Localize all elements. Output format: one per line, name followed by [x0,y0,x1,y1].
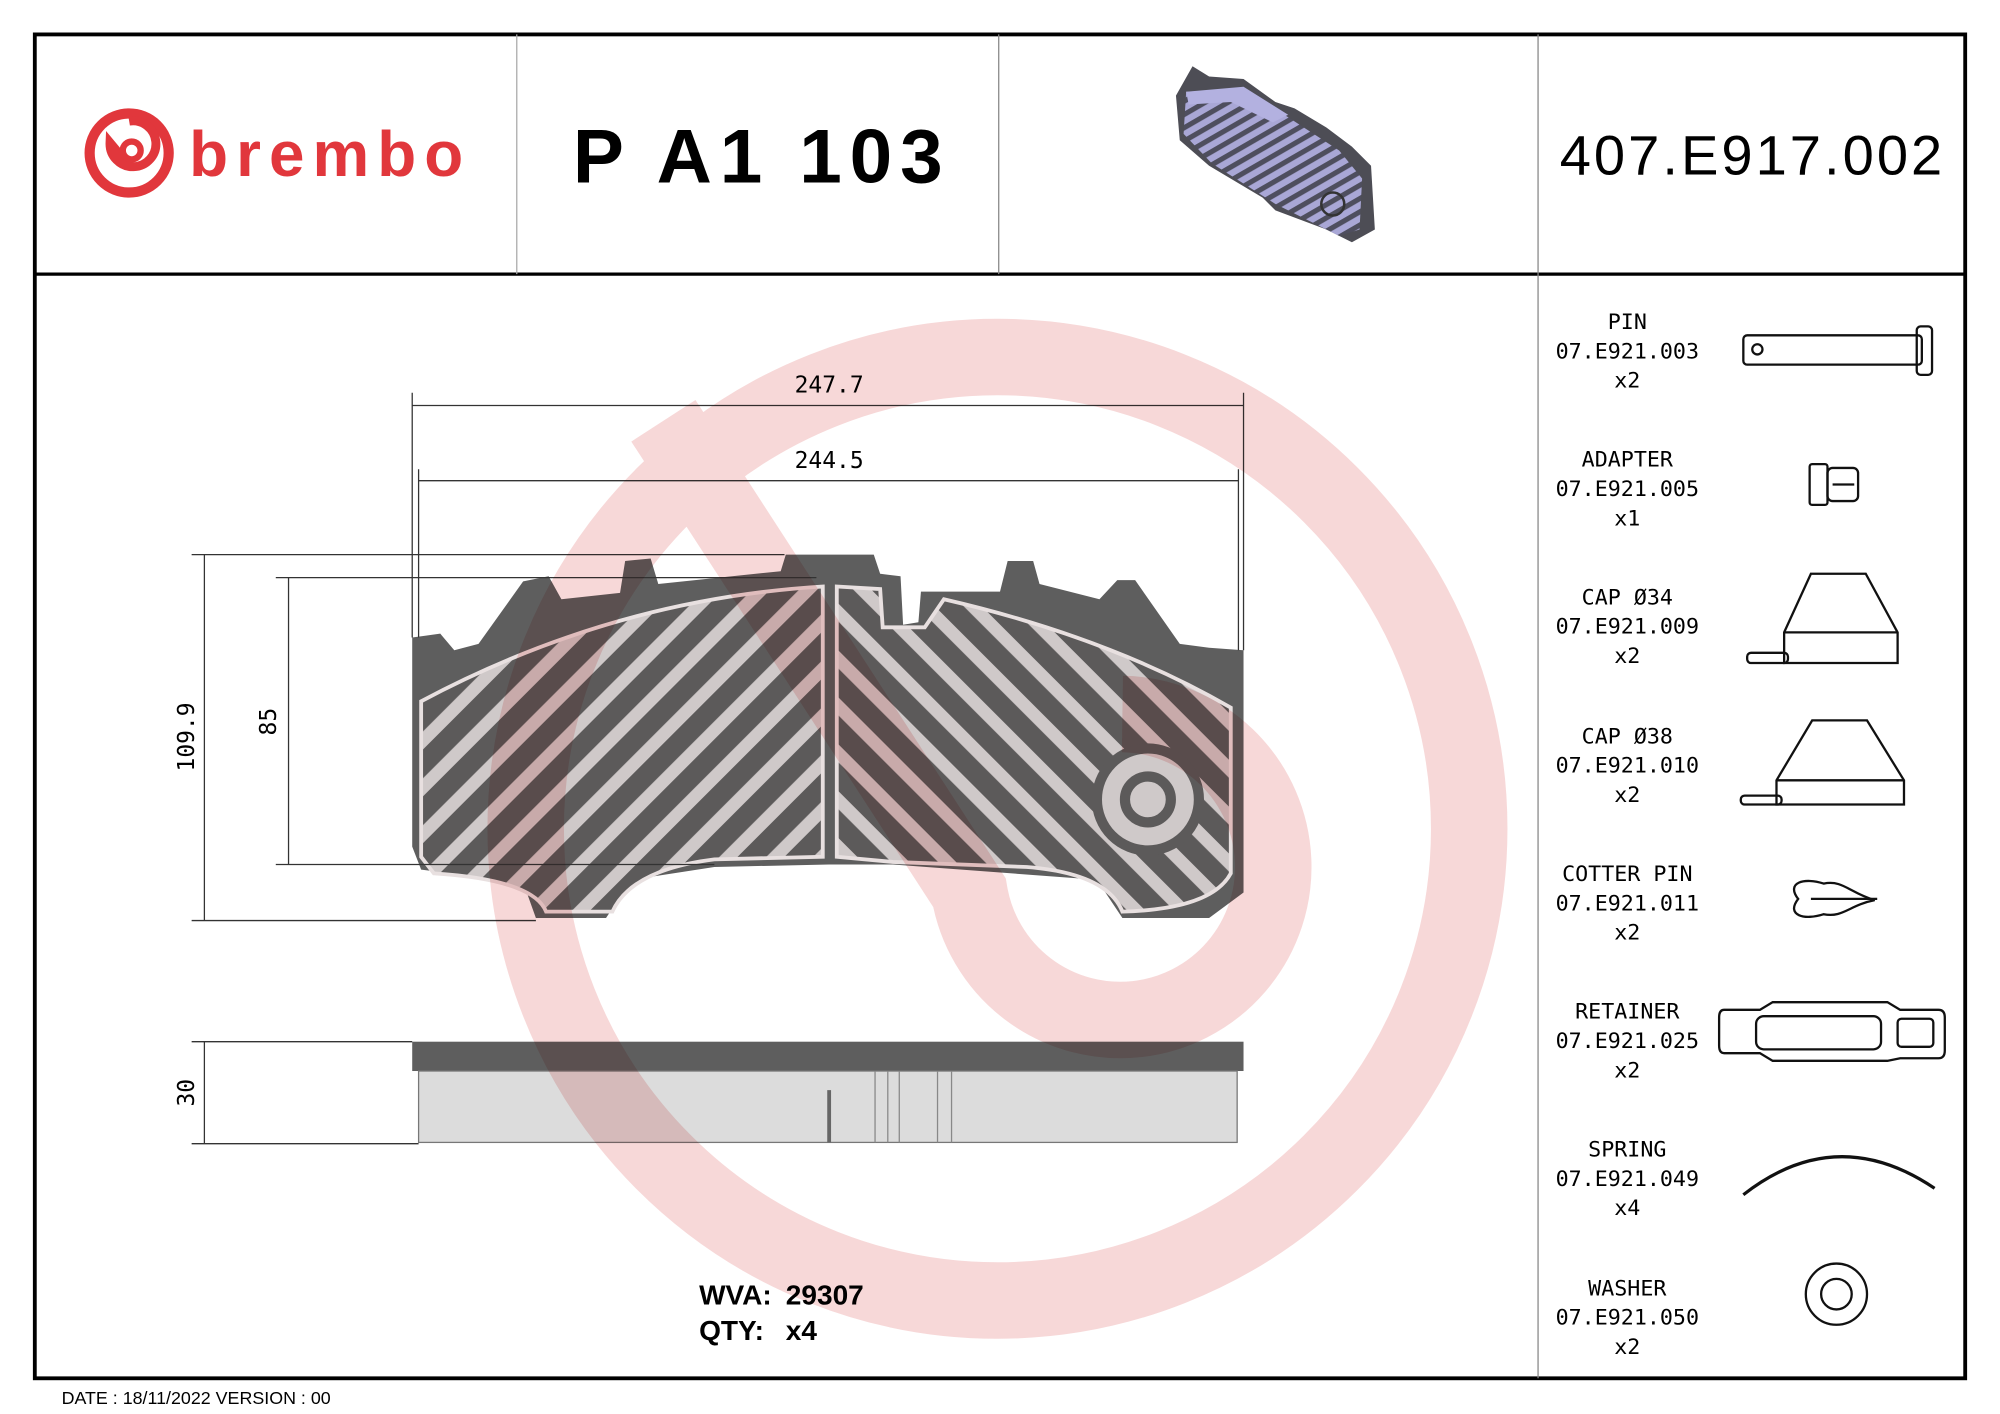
part-item-pin: PIN 07.E921.003 x2 [1556,310,1699,394]
part-code: 07.E921.005 [1556,477,1699,502]
part-qty: x2 [1614,644,1640,669]
washer-icon [1804,1262,1869,1326]
qty-label: QTY: [699,1315,764,1346]
date-version: DATE : 18/11/2022 VERSION : 00 [62,1388,331,1408]
part-name: CAP Ø34 [1582,585,1673,610]
part-item-cap-34: CAP Ø34 07.E921.009 x2 [1556,585,1699,669]
part-qty: x1 [1614,506,1640,531]
part-name: COTTER PIN [1562,862,1692,887]
part-item-retainer: RETAINER 07.E921.025 x2 [1556,1000,1699,1084]
part-code: 07.E921.009 [1556,615,1699,640]
part-item-adapter: ADAPTER 07.E921.005 x1 [1556,448,1699,532]
parts-list: PIN 07.E921.003 x2 ADAPTER 07.E921.005 x… [1556,310,1699,1360]
dimension-lines [191,392,1245,1145]
part-code: 07.E921.049 [1556,1167,1699,1192]
cap-icon [1746,572,1899,665]
reference-code: 407.E917.002 [1560,124,1943,187]
part-code: 07.E921.010 [1556,754,1699,779]
brembo-watermark [487,318,1508,1339]
cap-icon [1739,719,1906,806]
wva-label: WVA: [699,1279,772,1310]
part-qty: x2 [1614,369,1640,394]
brake-pad-3d-image [1175,66,1375,243]
part-qty: x2 [1614,921,1640,946]
part-name: PIN [1608,310,1647,335]
part-qty: x2 [1614,1335,1640,1360]
dimension-thickness: 30 [174,1079,200,1107]
dimension-height-outer: 109.9 [174,702,200,771]
part-item-cap-38: CAP Ø38 07.E921.010 x2 [1556,724,1699,808]
pin-icon [1742,325,1934,377]
wva-value: 29307 [786,1279,864,1310]
dimension-height-inner: 85 [256,708,282,736]
part-name: SPRING [1588,1137,1666,1162]
part-name: RETAINER [1575,1000,1680,1025]
qty-value: x4 [786,1315,818,1346]
part-name: CAP Ø38 [1582,724,1673,749]
part-item-cotter-pin: COTTER PIN 07.E921.011 x2 [1556,862,1699,946]
frame-border [32,32,1968,1381]
retainer-icon [1717,1001,1946,1062]
part-code: 07.E921.025 [1556,1029,1699,1054]
logo-text: brembo [189,118,463,190]
part-item-spring: SPRING 07.E921.049 x4 [1556,1137,1699,1221]
part-code: 07.E921.003 [1556,339,1699,364]
dimension-width-inner: 244.5 [795,448,864,474]
adapter-icon [1808,462,1860,507]
part-code: 07.E921.050 [1556,1306,1699,1331]
part-qty: x2 [1614,1058,1640,1083]
part-qty: x2 [1614,783,1640,808]
part-qty: x4 [1614,1196,1640,1221]
part-code: 07.E921.011 [1556,891,1699,916]
part-name: ADAPTER [1582,448,1674,473]
brembo-logo: brembo [84,108,463,198]
product-code: P A1 103 [573,114,943,199]
part-item-washer: WASHER 07.E921.050 x2 [1556,1276,1699,1360]
part-name: WASHER [1588,1276,1667,1301]
spring-icon [1742,1155,1936,1196]
cotter-pin-icon [1792,879,1878,918]
